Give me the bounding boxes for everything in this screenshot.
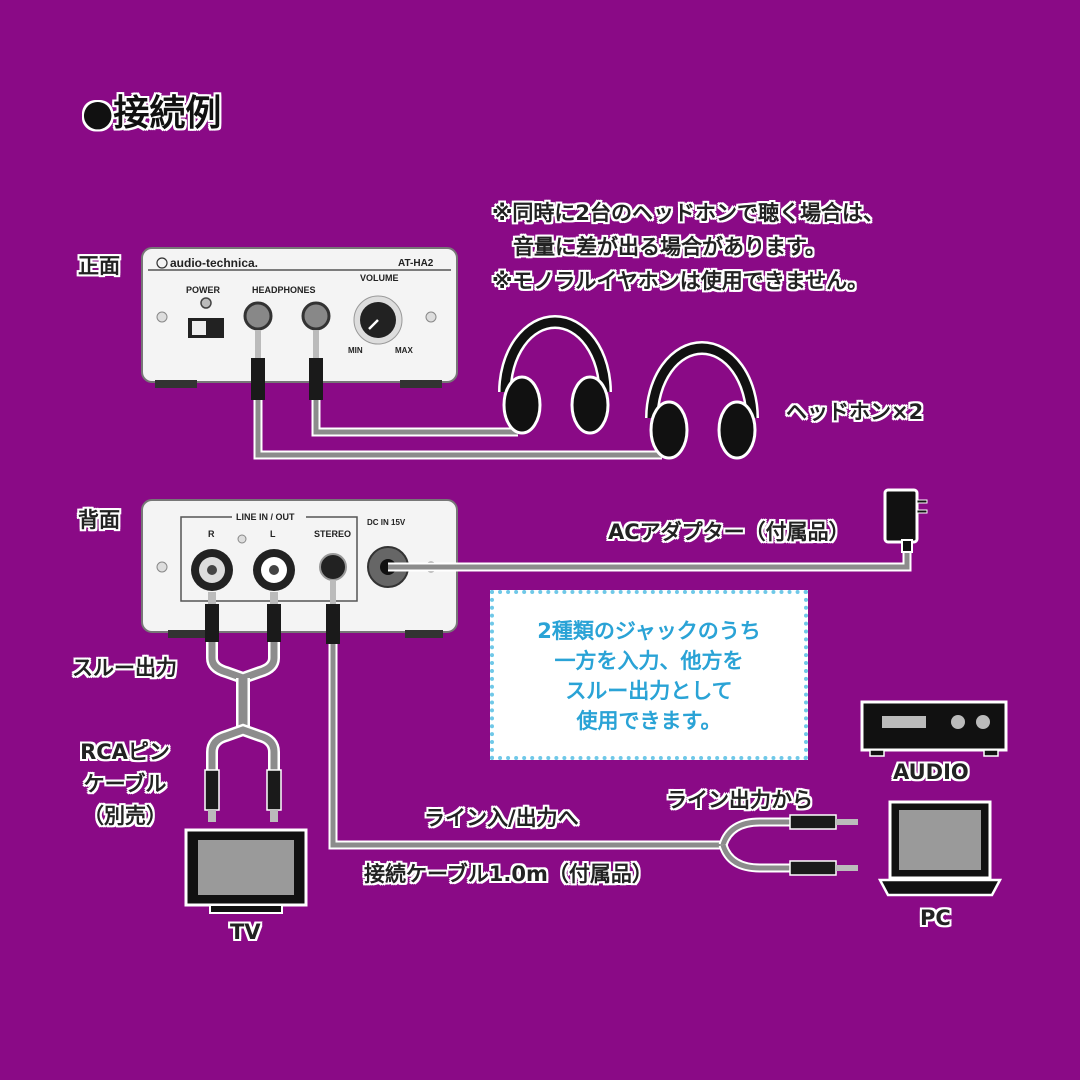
- screw-icon: [425, 311, 437, 323]
- ac-adapter-label: ACアダプター（付属品）: [608, 520, 850, 544]
- front-label: 正面: [78, 254, 120, 278]
- through-out-label: スルー出力: [72, 656, 177, 680]
- headphone-cable-2: [255, 400, 662, 458]
- line-to-label: ライン入/出力へ: [424, 806, 579, 830]
- min-label: MIN: [348, 346, 363, 355]
- rca-cable-lower: [208, 726, 278, 770]
- ac-adapter-cable: [388, 550, 910, 570]
- dc-in-label: DC IN 15V: [367, 518, 406, 527]
- info-callout: 2種類のジャックのうち 一方を入力、他方を スルー出力として 使用できます。: [490, 590, 808, 760]
- stereo-jack: [319, 553, 347, 581]
- back-label: 背面: [78, 508, 120, 532]
- callout-line-3: スルー出力として: [565, 679, 733, 703]
- note-line-3: ※モノラルイヤホンは使用できません。: [492, 269, 869, 293]
- front-model: AT-HA2: [398, 258, 434, 269]
- page-title: ●接続例: [82, 93, 222, 134]
- headphone-jack-2: [301, 301, 331, 331]
- back-panel: LINE IN / OUT R L STEREO DC IN 15V: [141, 499, 458, 638]
- callout-line-4: 使用できます。: [576, 709, 722, 733]
- screw-icon: [156, 311, 168, 323]
- screw-icon: [156, 561, 168, 573]
- audio-amp-icon: [860, 700, 1008, 757]
- ac-adapter-icon: [883, 488, 928, 553]
- mini-plug-cable: [330, 644, 723, 848]
- note-line-2: 音量に差が出る場合があります。: [492, 235, 826, 259]
- rca-plugs-bottom: [204, 769, 282, 822]
- headphone-cable-1: [313, 400, 518, 435]
- front-brand: audio-technica.: [170, 256, 258, 270]
- brand-logo-icon: [156, 257, 168, 269]
- cable-label: 接続ケーブル1.0m（付属品）: [364, 862, 653, 886]
- rca-cable-label-1: RCAピン: [80, 740, 170, 764]
- screw-icon: [237, 534, 247, 544]
- power-label: POWER: [186, 285, 221, 295]
- headphone-jack-1: [243, 301, 273, 331]
- callout-line-2: 一方を入力、他方を: [554, 649, 744, 673]
- tv-icon: [184, 828, 308, 914]
- headphone-plugs: [251, 330, 323, 400]
- rca-cable-label-2: ケーブル: [83, 772, 167, 796]
- headphones-x2-label: ヘッドホン×2: [786, 400, 924, 424]
- headphones-label: HEADPHONES: [252, 285, 316, 295]
- r-label: R: [208, 529, 215, 539]
- pc-label: PC: [920, 906, 951, 930]
- note-line-1: ※同時に2台のヘッドホンで聴く場合は、: [492, 201, 885, 225]
- line-from-label: ライン出力から: [666, 788, 813, 812]
- rca-plugs-top: [205, 580, 340, 644]
- mini-plugs-right: [789, 814, 858, 876]
- headphones-icon: [498, 315, 612, 435]
- power-led: [200, 297, 212, 309]
- callout-line-1: 2種類のジャックのうち: [537, 619, 761, 643]
- tv-label: TV: [230, 920, 261, 944]
- audio-label: AUDIO: [893, 760, 969, 784]
- line-in-out-label: LINE IN / OUT: [236, 512, 295, 522]
- front-panel: audio-technica. AT-HA2 POWER HEADPHONES …: [141, 247, 458, 388]
- rca-cable-label-3: （別売）: [83, 804, 167, 828]
- stereo-label: STEREO: [314, 529, 351, 539]
- callout-text: 2種類のジャックのうち 一方を入力、他方を スルー出力として 使用できます。: [494, 616, 804, 736]
- volume-label: VOLUME: [360, 273, 399, 283]
- max-label: MAX: [395, 346, 413, 355]
- pc-icon: [877, 800, 1003, 897]
- l-label: L: [270, 529, 276, 539]
- headphones-icon: [645, 341, 759, 460]
